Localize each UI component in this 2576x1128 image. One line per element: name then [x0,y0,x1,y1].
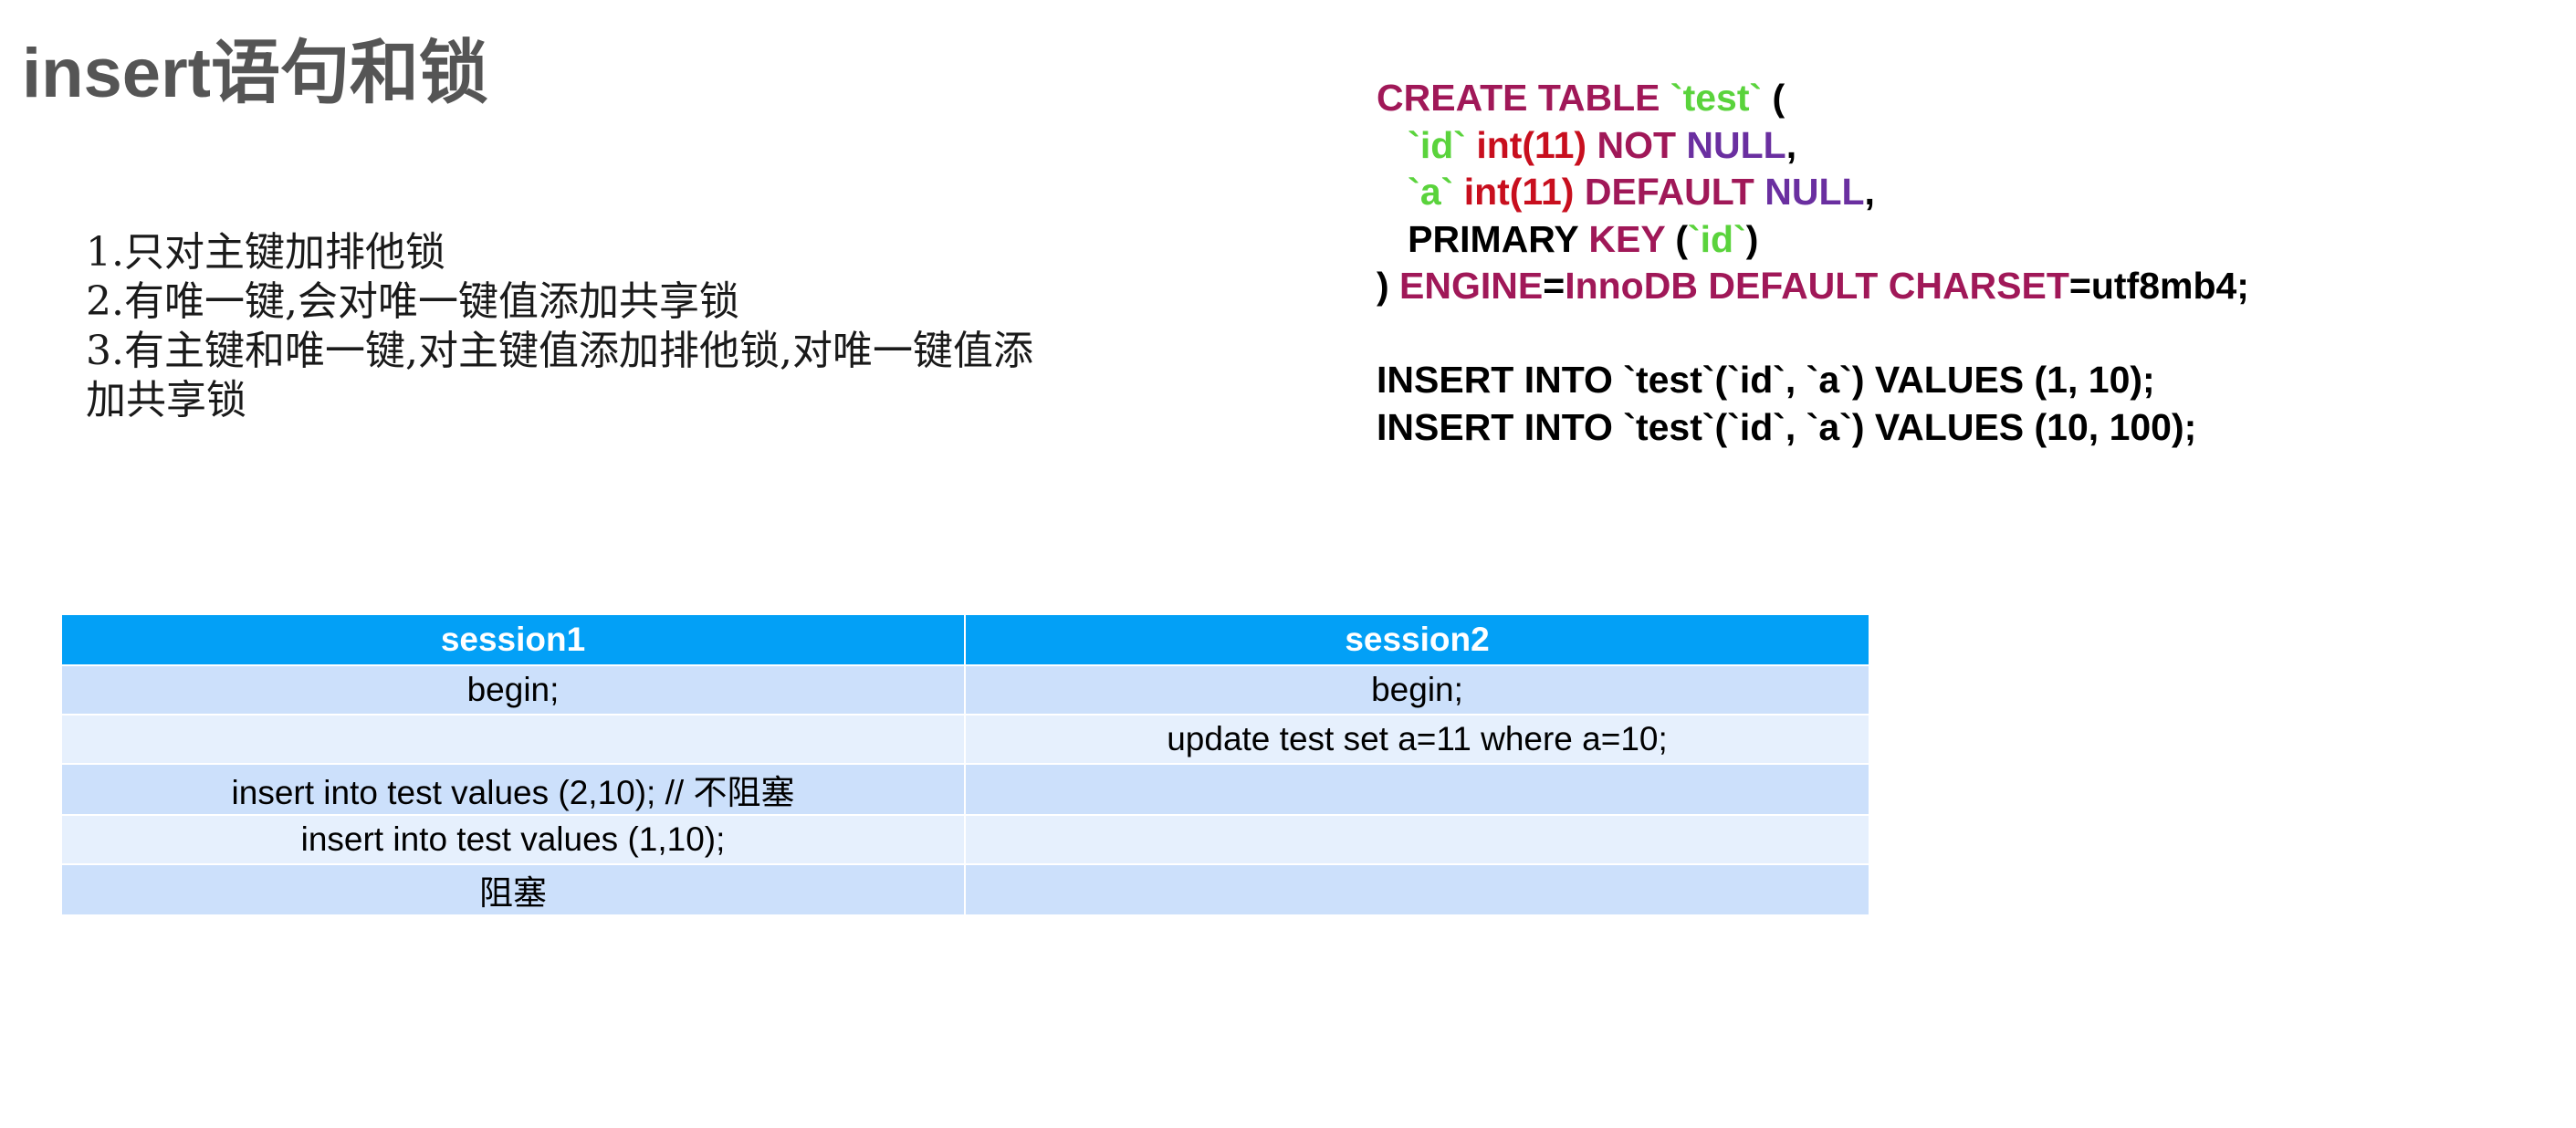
table-cell-session2 [964,863,1870,916]
table-cell-session2: update test set a=11 where a=10; [964,714,1870,765]
title-latin: insert [22,35,211,112]
code-token: `id` [1377,123,1466,166]
note-item: 1.只对主键加排他锁 [86,229,445,276]
code-token: ENGINE [1399,265,1544,307]
note-item: 2.有唯一键,会对唯一键值添加共享锁 [86,278,739,325]
table-cell-session2 [964,814,1870,865]
table-cell-session1: begin; [60,664,966,715]
code-token: InnoDB DEFAULT CHARSET [1565,265,2069,307]
code-token: int(11) [1453,171,1575,213]
code-token: ) [1745,217,1759,260]
code-line: INSERT INTO `test`(`id`, `a`) VALUES (1,… [1377,357,2249,404]
note-item: 3.有主键和唯一键,对主键值添加排他锁,对唯一键值添加共享锁 [86,328,1033,423]
code-token: INSERT INTO `test`(`id`, `a`) VALUES (1,… [1377,359,2155,401]
session-table: session1 session2 begin;begin;update tes… [60,613,1870,916]
code-token: PRIMARY [1377,217,1589,260]
code-token: , [1785,123,1797,166]
code-token: int(11) [1465,123,1587,166]
code-token: CREATE TABLE [1377,77,1670,119]
code-line: ) ENGINE=InnoDB DEFAULT CHARSET=utf8mb4; [1377,263,2249,310]
table-cell-session1: 阻塞 [60,863,966,916]
column-header-session1: session1 [60,613,966,666]
code-token: `id` [1687,217,1746,260]
code-token: ) [1377,265,1400,307]
code-line: `id` int(11) NOT NULL, [1377,122,2249,170]
table-row: update test set a=11 where a=10; [60,714,1870,765]
code-token: NOT [1586,123,1676,166]
notes-list: 1.只对主键加排他锁 2.有唯一键,会对唯一键值添加共享锁 3.有主键和唯一键,… [86,228,1072,425]
code-token: , [1864,171,1875,213]
sql-code-block: CREATE TABLE `test` ( `id` int(11) NOT N… [1377,75,2249,451]
table-row: insert into test values (2,10); // 不阻塞 [60,763,1870,816]
table-cell-session1 [60,714,966,765]
code-line: CREATE TABLE `test` ( [1377,75,2249,122]
table-row: insert into test values (1,10); [60,814,1870,865]
code-token: = [1543,265,1565,307]
column-header-session2: session2 [964,613,1870,666]
code-token: ( [1762,77,1785,119]
code-line [1377,310,2249,358]
table-row: 阻塞 [60,863,1870,916]
code-token: `test` [1670,77,1763,119]
table-header-row: session1 session2 [60,613,1870,666]
table-row: begin;begin; [60,664,1870,715]
code-token: DEFAULT [1574,171,1754,213]
code-token: INSERT INTO `test`(`id`, `a`) VALUES (10… [1377,405,2197,448]
code-token: NULL [1676,123,1786,166]
code-token: ( [1664,217,1688,260]
code-line: PRIMARY KEY (`id`) [1377,216,2249,264]
table-cell-session2: begin; [964,664,1870,715]
table-cell-session1: insert into test values (1,10); [60,814,966,865]
code-token: `a` [1377,171,1454,213]
code-line: INSERT INTO `test`(`id`, `a`) VALUES (10… [1377,404,2249,452]
code-token: KEY [1588,217,1665,260]
table-cell-session1: insert into test values (2,10); // 不阻塞 [60,763,966,816]
title-cjk: 语句和锁 [210,32,488,113]
code-line: `a` int(11) DEFAULT NULL, [1377,169,2249,216]
table-cell-session2 [964,763,1870,816]
page-title: insert语句和锁 [22,27,488,120]
code-token: NULL [1754,171,1865,213]
code-token: =utf8mb4; [2068,265,2249,307]
